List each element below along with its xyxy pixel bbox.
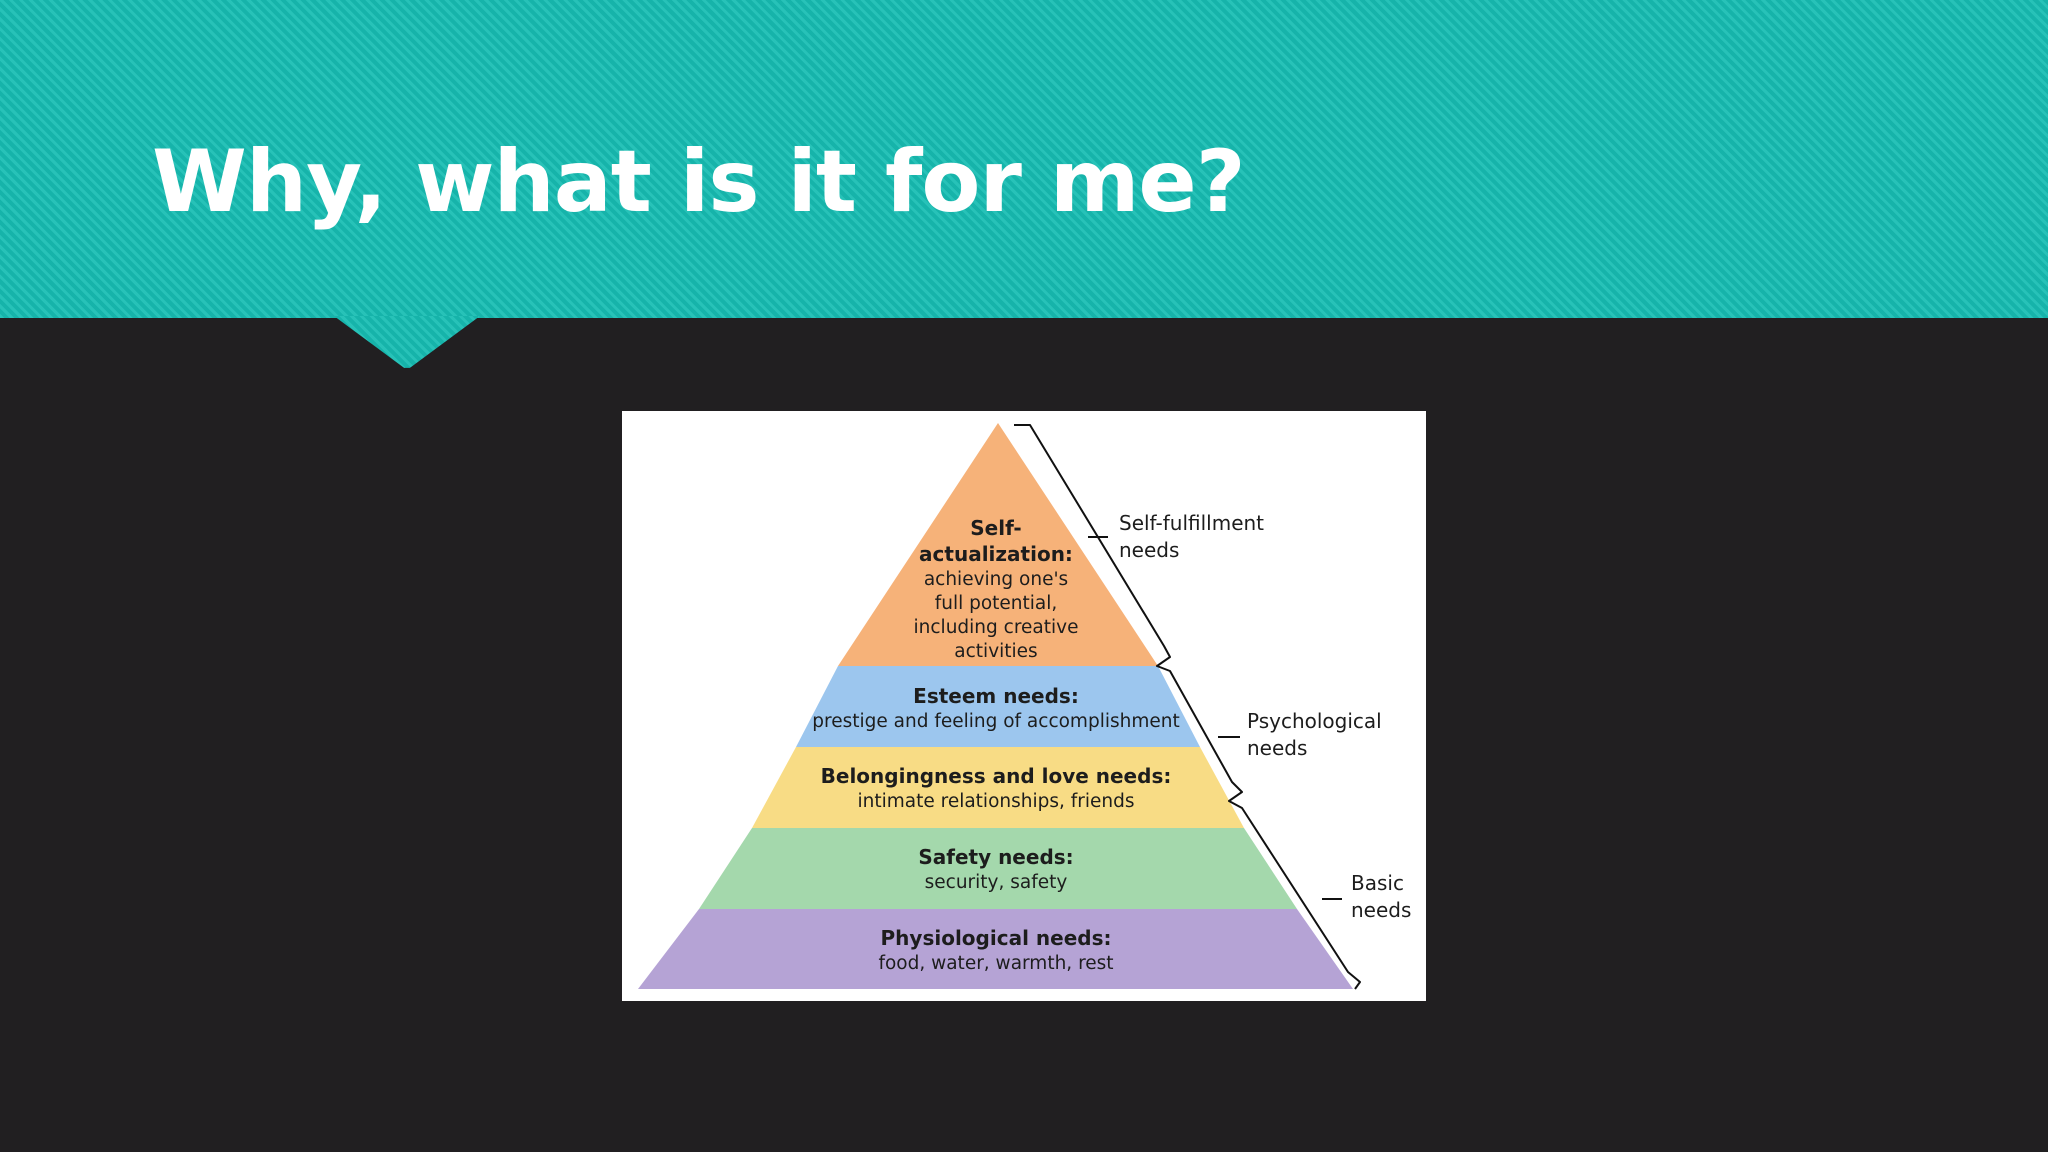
level-title-esteem: Esteem needs: — [913, 684, 1079, 708]
pyramid-level-safety — [699, 828, 1297, 909]
slide-title: Why, what is it for me? — [152, 132, 1246, 232]
group-label-psychological-line2: needs — [1247, 736, 1307, 760]
level-desc-self-actualization-line2: full potential, — [935, 593, 1058, 614]
level-title-belongingness: Belongingness and love needs: — [821, 764, 1172, 788]
pyramid-level-esteem — [796, 666, 1200, 747]
level-desc-self-actualization-line4: activities — [954, 641, 1037, 662]
level-title-physiological: Physiological needs: — [881, 926, 1112, 950]
pyramid-level-physiological — [638, 909, 1353, 989]
group-label-self-fulfillment: Self-fulfillment — [1119, 511, 1264, 535]
group-label-self-fulfillment-line2: needs — [1119, 538, 1179, 562]
pyramid-level-belongingness — [752, 747, 1244, 828]
title-band — [0, 0, 2048, 318]
needs-bracket — [1014, 424, 1361, 990]
level-title-safety: Safety needs: — [918, 845, 1073, 869]
level-desc-belongingness: intimate relationships, friends — [857, 791, 1134, 812]
level-desc-esteem: prestige and feeling of accomplishment — [812, 711, 1179, 732]
level-desc-physiological: food, water, warmth, rest — [878, 953, 1113, 974]
group-label-basic-line2: needs — [1351, 898, 1411, 922]
level-desc-self-actualization-line3: including creative — [914, 617, 1079, 638]
level-title-self-actualization: Self- — [970, 516, 1021, 540]
pyramid-level-self-actualization — [838, 423, 1158, 666]
maslow-pyramid-figure: Self- actualization: achieving one's ful… — [622, 411, 1426, 1001]
level-desc-self-actualization-line1: achieving one's — [924, 569, 1068, 590]
group-label-psychological: Psychological — [1247, 709, 1382, 733]
group-label-basic: Basic — [1351, 871, 1404, 895]
maslow-pyramid-diagram: Self- actualization: achieving one's ful… — [638, 423, 1411, 990]
level-desc-safety: security, safety — [925, 872, 1068, 893]
level-title-self-actualization-line2: actualization: — [919, 542, 1073, 566]
title-band-pointer — [334, 316, 480, 368]
